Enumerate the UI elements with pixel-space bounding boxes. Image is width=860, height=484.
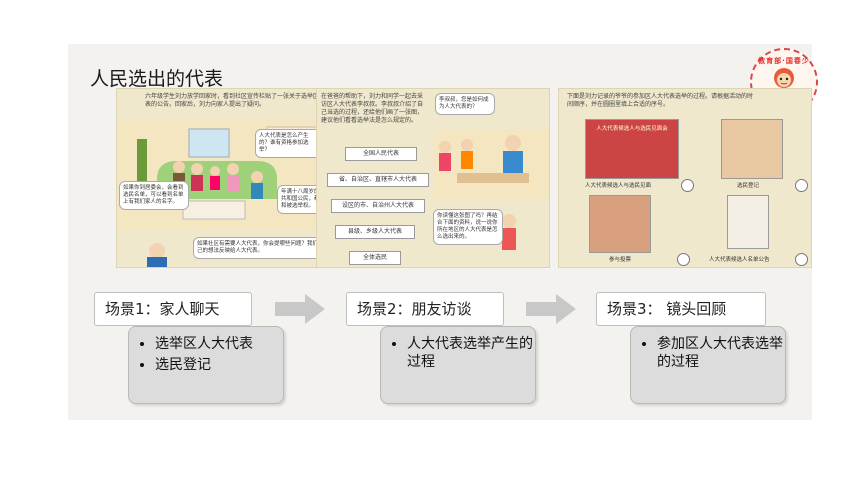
flow-box-4: 县级、乡级人大代表 — [335, 225, 415, 239]
photo-meeting-banner: 人大代表候选人与选民见面会 — [596, 126, 668, 132]
flow-box-1: 全国人民代表 — [345, 147, 417, 161]
arrow-right-icon — [526, 294, 576, 324]
panel1-intro: 六年级学生刘力放学回家时，看到社区宣传栏贴了一张关于选举区人大代表的公告。回家后… — [145, 93, 338, 108]
scene-3-details: 参加区人大代表选举的过程 — [630, 326, 786, 404]
arrow-right-icon — [275, 294, 325, 324]
order-circle-2[interactable] — [795, 179, 808, 192]
flow-box-2: 省、自治区、直辖市人大代表 — [327, 173, 429, 187]
bubble-question: 人大代表是怎么产生的？谁有资格参加选举？ — [255, 129, 323, 158]
order-circle-1[interactable] — [681, 179, 694, 192]
scene-1-detail-2: 选民登记 — [155, 356, 283, 374]
panel-family-chat: 六年级学生刘力放学回家时，看到社区宣传栏贴了一张关于选举区人大代表的公告。回家后… — [116, 88, 344, 268]
scene-3-label: 场景3： 镜头回顾 — [596, 292, 766, 326]
flow-box-3: 设区的市、自治州人大代表 — [331, 199, 425, 213]
bubble-interview-prompt: 你读懂这张图了吗？再结合下面的资料，说一说你所在地区的人大代表是怎么选出来的。 — [433, 209, 503, 245]
scene-2-details: 人大代表选举产生的过程 — [380, 326, 536, 404]
panel2-intro: 在爸爸的帮助下，刘力和同学一起去采访区人大代表李叔叔。李叔叔介绍了自己当选的过程… — [321, 93, 424, 124]
scene-3-detail-1: 参加区人大代表选举的过程 — [657, 335, 785, 371]
flow-box-5: 全体选民 — [349, 251, 401, 265]
bubble-bottom: 如果社区有需要人大代表，你会提哪些问题？我们要把自己的想法反映给人大代表。 — [193, 237, 341, 259]
photo-notice-board — [727, 195, 769, 249]
panel3-intro: 下面是刘力记录的爷爷的参加区人大代表选举的过程。请根据活动的时间顺序，并在圆圈里… — [567, 93, 754, 108]
photo-voting — [589, 195, 651, 253]
badge-text: 教育部·国春少 — [758, 57, 810, 65]
interview-illustration — [433, 129, 549, 250]
photo-meeting: 人大代表候选人与选民见面会 — [585, 119, 679, 179]
scene-2-label: 场景2：朋友访谈 — [346, 292, 504, 326]
page-title: 人民选出的代表 — [90, 68, 224, 90]
slide: 人民选出的代表 教育部·国春少 六年级学生刘力放学回家时，看到社区宣传栏贴了一张… — [68, 44, 818, 420]
order-circle-4[interactable] — [795, 253, 808, 266]
order-circle-3[interactable] — [677, 253, 690, 266]
panel-scene-review: 下面是刘力记录的爷爷的参加区人大代表选举的过程。请根据活动的时间顺序，并在圆圈里… — [558, 88, 812, 268]
bubble-voter-list: 如果你到居委会，会看到选民名单，可以看到名单上有我们家人的名字。 — [119, 181, 189, 210]
photo-registration — [721, 119, 783, 179]
bubble-interview-question: 李叔叔，您是如何成为人大代表的？ — [435, 93, 495, 115]
scene-2-detail-1: 人大代表选举产生的过程 — [407, 335, 535, 371]
scene-1-label: 场景1：家人聊天 — [94, 292, 252, 326]
caption-3: 参与投票 — [609, 257, 632, 263]
caption-4: 人大代表候选人名单公告 — [709, 257, 770, 263]
panel-friend-interview: 在爸爸的帮助下，刘力和同学一起去采访区人大代表李叔叔。李叔叔介绍了自己当选的过程… — [316, 88, 550, 268]
caption-2: 选民登记 — [737, 183, 760, 189]
scene-1-details: 选举区人大代表 选民登记 — [128, 326, 284, 404]
caption-1: 人大代表候选人与选民见面 — [585, 183, 652, 189]
scene-1-detail-1: 选举区人大代表 — [155, 335, 283, 353]
